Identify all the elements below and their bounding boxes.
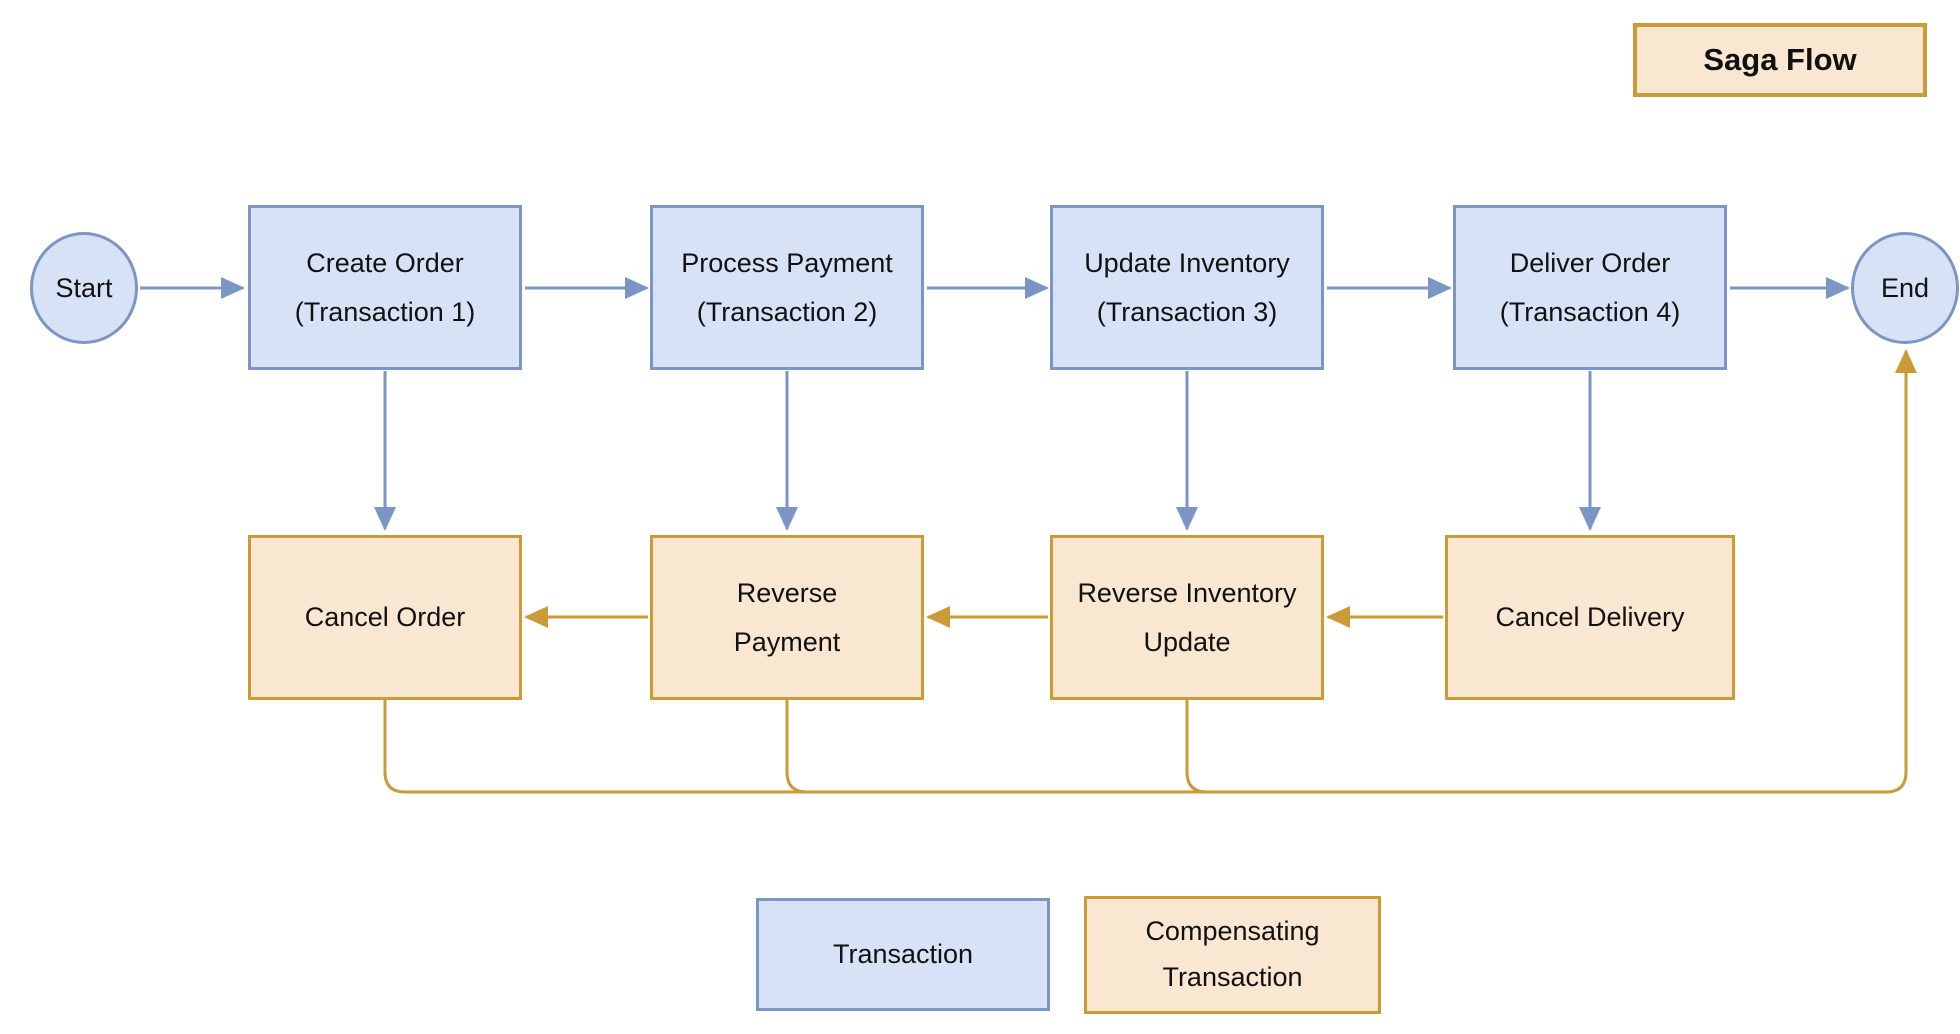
compensation-node-reverse-inventory-update: Reverse Inventory Update: [1050, 535, 1324, 700]
transaction-node-update-inventory: Update Inventory (Transaction 3): [1050, 205, 1324, 370]
edge-reverse-inventory-update-to-end: [1185, 700, 1285, 794]
compensation-node-cancel-delivery: Cancel Delivery: [1445, 535, 1735, 700]
compensation-node-reverse-payment: Reverse Payment: [650, 535, 924, 700]
transaction-node-create-order: Create Order (Transaction 1): [248, 205, 522, 370]
diagram-title: Saga Flow: [1633, 23, 1927, 97]
transaction-node-process-payment: Process Payment (Transaction 2): [650, 205, 924, 370]
start-node: Start: [30, 232, 138, 344]
transaction-node-deliver-order: Deliver Order (Transaction 4): [1453, 205, 1727, 370]
edge-cancel-order-to-end: [383, 349, 1917, 794]
legend-compensating-transaction: Compensating Transaction: [1084, 896, 1381, 1014]
edge-reverse-payment-to-end: [785, 700, 885, 794]
legend-transaction: Transaction: [756, 898, 1050, 1011]
end-node: End: [1851, 232, 1959, 344]
compensation-node-cancel-order: Cancel Order: [248, 535, 522, 700]
